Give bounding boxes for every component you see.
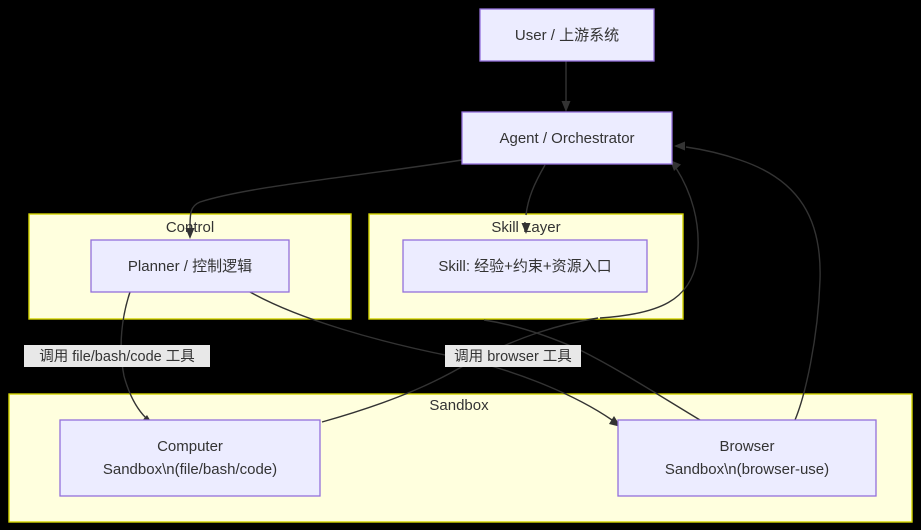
- edge-label-browser-tool-text: 调用 browser 工具: [454, 348, 572, 365]
- node-browser-sandbox-label-line1: Browser: [719, 438, 774, 455]
- node-agent-rect[interactable]: [461, 111, 673, 165]
- edge-user-to-agent-arrowhead: [561, 101, 571, 112]
- node-skill-rect[interactable]: [402, 239, 648, 293]
- node-planner-label: Planner / 控制逻辑: [128, 258, 252, 275]
- node-computer-sandbox-label-line1: Computer: [157, 438, 223, 455]
- edge-agent-to-planner-arrowhead: [185, 228, 195, 239]
- node-user[interactable]: User / 上游系统: [479, 8, 655, 62]
- edge-label-file-tool: 调用 file/bash/code 工具: [24, 345, 210, 367]
- node-agent[interactable]: Agent / Orchestrator: [461, 111, 673, 165]
- edge-agent-to-planner: [185, 159, 463, 239]
- edge-agent-to-skill: [521, 164, 546, 234]
- edge-agent-to-skill-path: [525, 164, 546, 216]
- edge-agent-to-planner-path: [189, 159, 463, 229]
- node-browser-sandbox-label-line2: Sandbox\n(browser-use): [665, 461, 829, 478]
- edge-skill-to-agent-arrowhead: [670, 160, 681, 171]
- edge-label-file-tool-text: 调用 file/bash/code 工具: [39, 348, 195, 365]
- node-skill[interactable]: Skill: 经验+约束+资源入口: [402, 239, 648, 293]
- node-user-rect[interactable]: [479, 8, 655, 62]
- node-computer-sandbox-label-line2: Sandbox\n(file/bash/code): [103, 461, 277, 478]
- node-browser-sandbox-rect[interactable]: [617, 419, 877, 497]
- edge-label-file-tool-bg: [24, 345, 210, 367]
- node-skill-label: Skill: 经验+约束+资源入口: [438, 258, 611, 275]
- node-user-label: User / 上游系统: [515, 27, 619, 44]
- node-computer-sandbox[interactable]: Computer Sandbox\n(file/bash/code): [59, 419, 321, 497]
- node-planner-rect[interactable]: [90, 239, 290, 293]
- edge-label-browser-tool-bg: [445, 345, 581, 367]
- node-agent-label: Agent / Orchestrator: [499, 130, 634, 147]
- cluster-sandbox-label: Sandbox: [429, 397, 489, 414]
- edge-browser-to-agent: [674, 141, 821, 421]
- edge-planner-to-computer-path: [120, 291, 147, 419]
- edge-label-browser-tool: 调用 browser 工具: [445, 345, 581, 367]
- node-computer-sandbox-rect[interactable]: [59, 419, 321, 497]
- edge-skill-to-agent: [599, 160, 699, 319]
- edge-skill-to-agent-path: [599, 167, 699, 319]
- edge-browser-to-agent-path: [685, 146, 821, 421]
- edge-browser-to-agent-arrowhead: [674, 141, 685, 151]
- edge-agent-to-skill-arrowhead: [521, 223, 531, 234]
- node-browser-sandbox[interactable]: Browser Sandbox\n(browser-use): [617, 419, 877, 497]
- node-planner[interactable]: Planner / 控制逻辑: [90, 239, 290, 293]
- edge-user-to-agent: [561, 61, 571, 112]
